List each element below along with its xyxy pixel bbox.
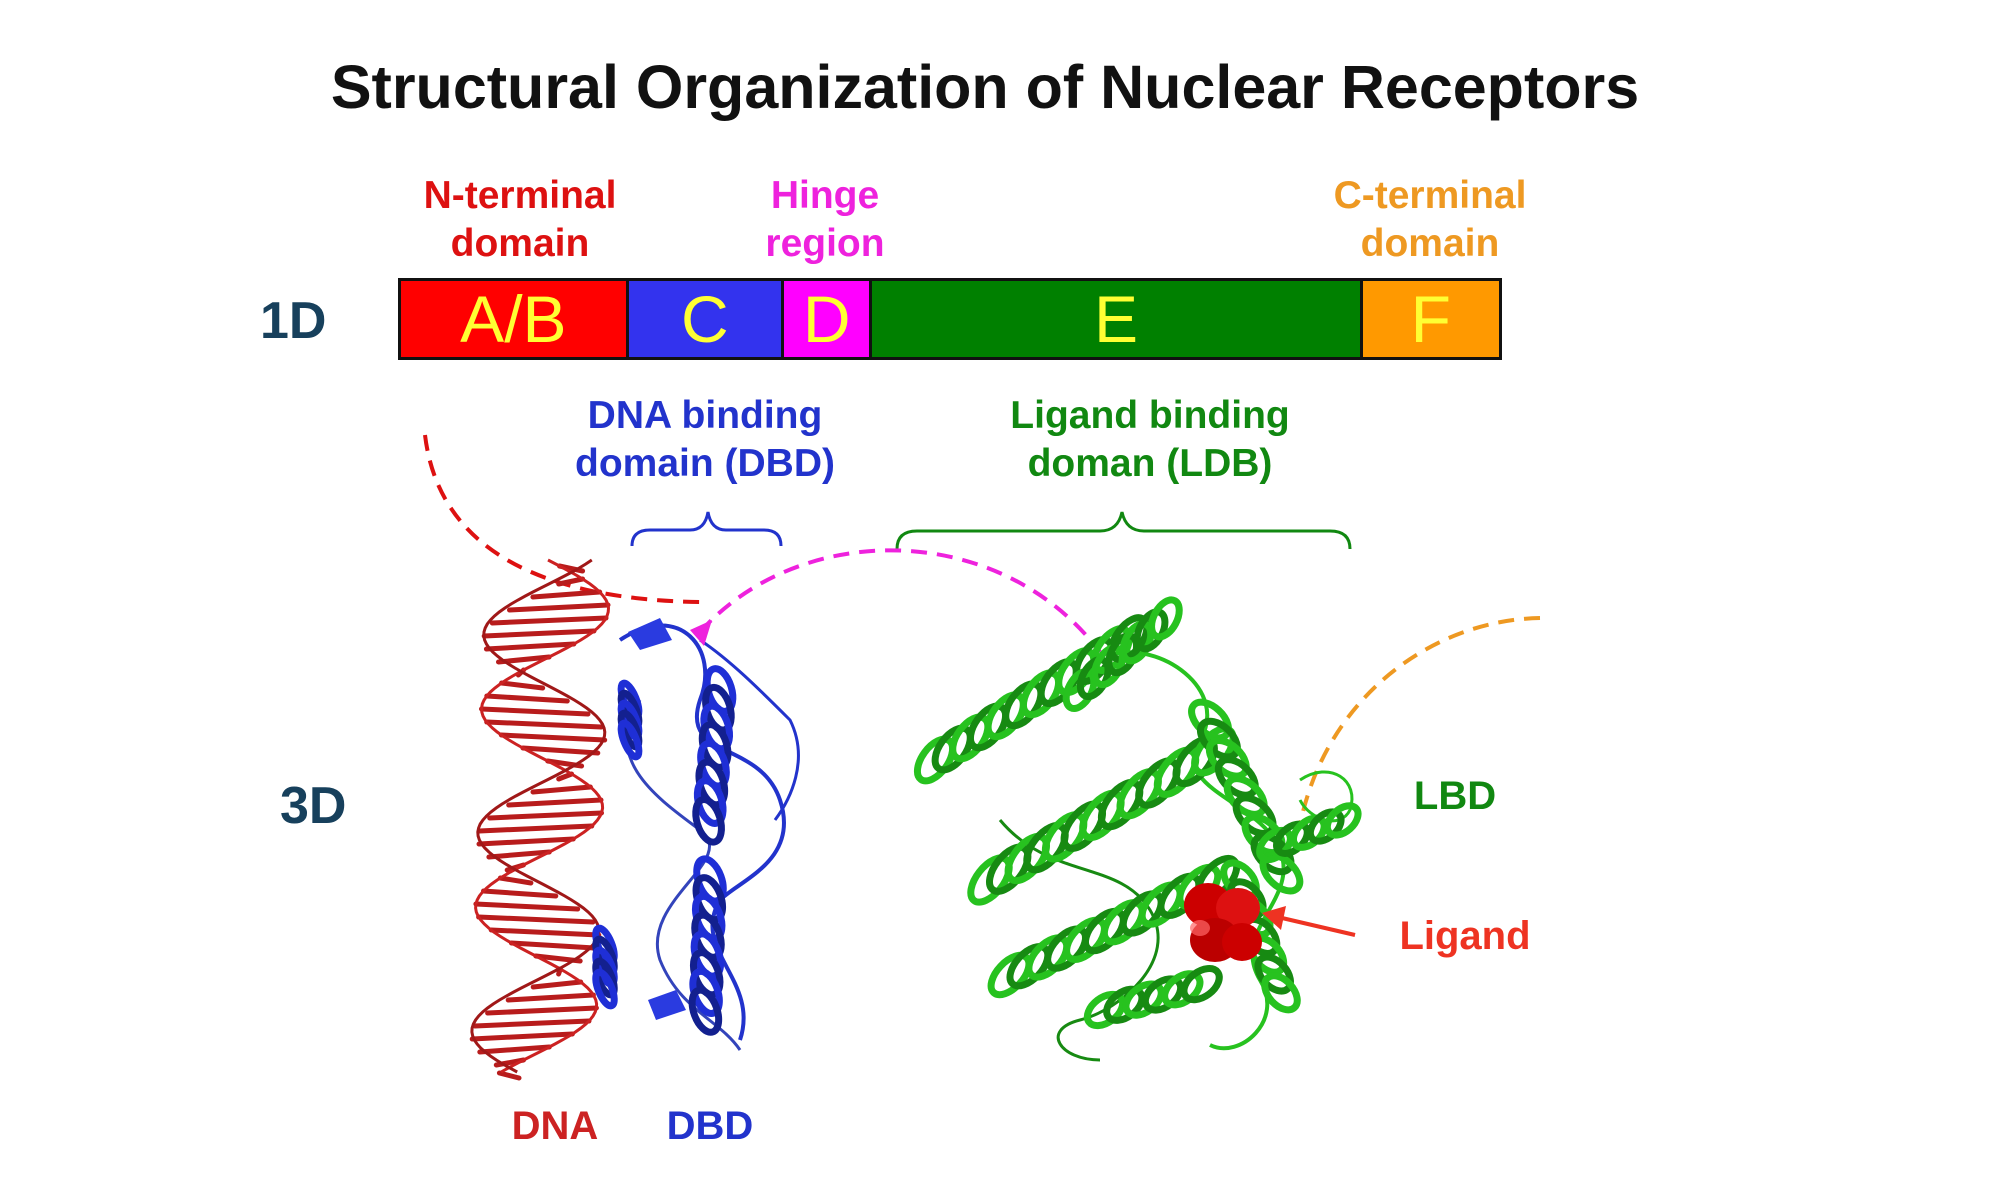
ligand-arrow [1281,916,1356,937]
segment-c: C [628,281,784,357]
ligand-spheres-icon [1184,883,1262,962]
lbd-label: LBD [1413,774,1497,818]
dbd-ribbon-structure-icon [592,618,800,1051]
ligand-arrowhead [1262,906,1286,930]
ligand-label: Ligand [1399,914,1531,958]
segment-ab-label: A/B [460,282,567,356]
row-label-3d: 3D [280,777,347,835]
dbd-brace [630,511,783,547]
dna-binding-domain-label: DNA binding domain (DBD) [575,394,835,485]
domain-bar: A/B C D E F [398,278,1502,360]
segment-f: F [1362,281,1499,357]
segment-ab: A/B [401,281,629,357]
dna-double-helix-icon [469,558,611,1081]
ligand-binding-domain-label: Ligand binding doman (LDB) [1010,394,1290,485]
hinge-connector-line [698,548,1102,654]
lbd-brace [895,511,1352,550]
segment-d-label: D [802,282,851,356]
segment-c-label: C [680,282,729,356]
segment-d: D [783,281,873,357]
n-terminal-domain-label: N-terminal domain [423,174,617,265]
c-terminal-domain-label: C-terminal domain [1333,174,1527,265]
hinge-region-label: Hinge region [765,174,885,265]
segment-f-label: F [1410,282,1451,356]
dna-label: DNA [511,1104,599,1148]
segment-e-label: E [1094,282,1139,356]
dbd-label: DBD [666,1104,754,1148]
segment-e: E [872,281,1363,357]
n-terminal-connector-line [423,434,701,604]
row-label-1d: 1D [260,292,327,350]
diagram-title: Structural Organization of Nuclear Recep… [330,53,1640,121]
lbd-ribbon-structure-icon [913,596,1362,1062]
c-terminal-connector-line [1298,616,1541,826]
